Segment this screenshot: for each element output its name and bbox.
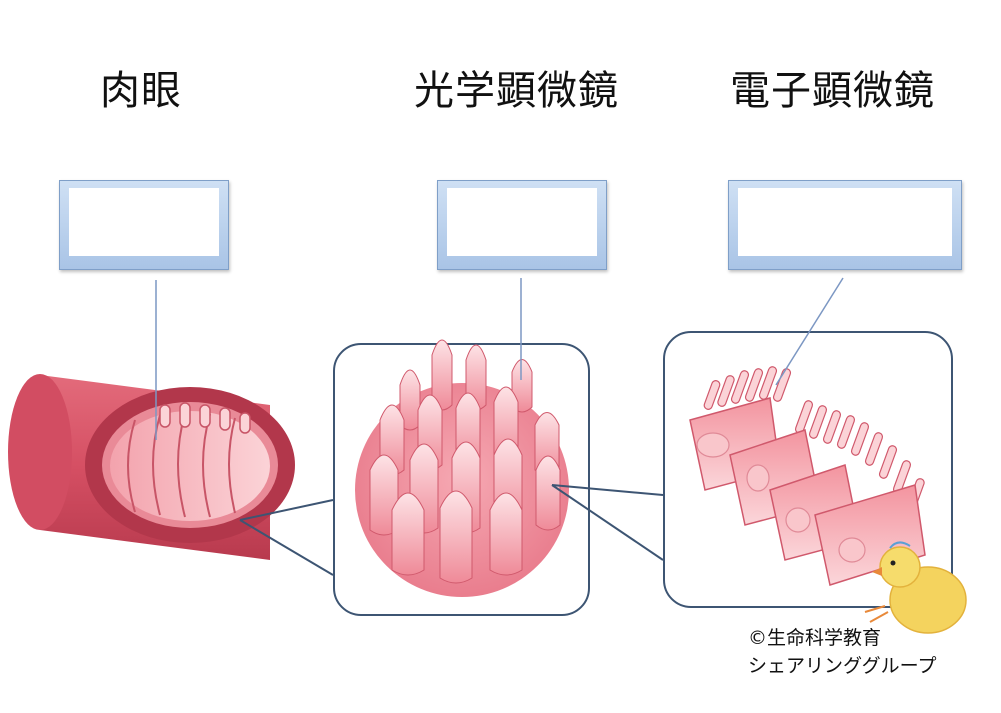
connector-line-villi-upper <box>551 484 664 496</box>
label-box-light-microscope[interactable] <box>437 180 607 270</box>
label-box-naked-eye[interactable] <box>59 180 229 270</box>
intestine-tube <box>8 374 295 560</box>
copyright-credit: ©生命科学教育 シェアリンググループ <box>748 624 936 680</box>
chick-mascot <box>864 541 967 634</box>
heading-light-microscope: 光学顕微鏡 <box>414 68 619 114</box>
nucleus-4 <box>838 537 866 563</box>
villi-disc <box>355 339 569 597</box>
heading-naked-eye: 肉眼 <box>100 68 182 114</box>
credit-line-1: ©生命科学教育 <box>748 627 882 649</box>
label-box-electron-microscope[interactable] <box>728 180 962 270</box>
nucleus-1 <box>696 432 730 458</box>
intestine-far-end <box>8 374 72 530</box>
credit-line-2: シェアリンググループ <box>748 655 937 677</box>
connector-line-upper <box>239 499 334 521</box>
leader-line-electron-microscope <box>775 277 844 386</box>
epithelial-cells <box>689 366 926 586</box>
connector-line-lower <box>239 519 334 576</box>
connector-line-villi-lower <box>551 484 664 561</box>
heading-electron-microscope: 電子顕微鏡 <box>730 68 935 114</box>
nucleus-3 <box>785 507 811 533</box>
nucleus-2 <box>746 464 770 492</box>
